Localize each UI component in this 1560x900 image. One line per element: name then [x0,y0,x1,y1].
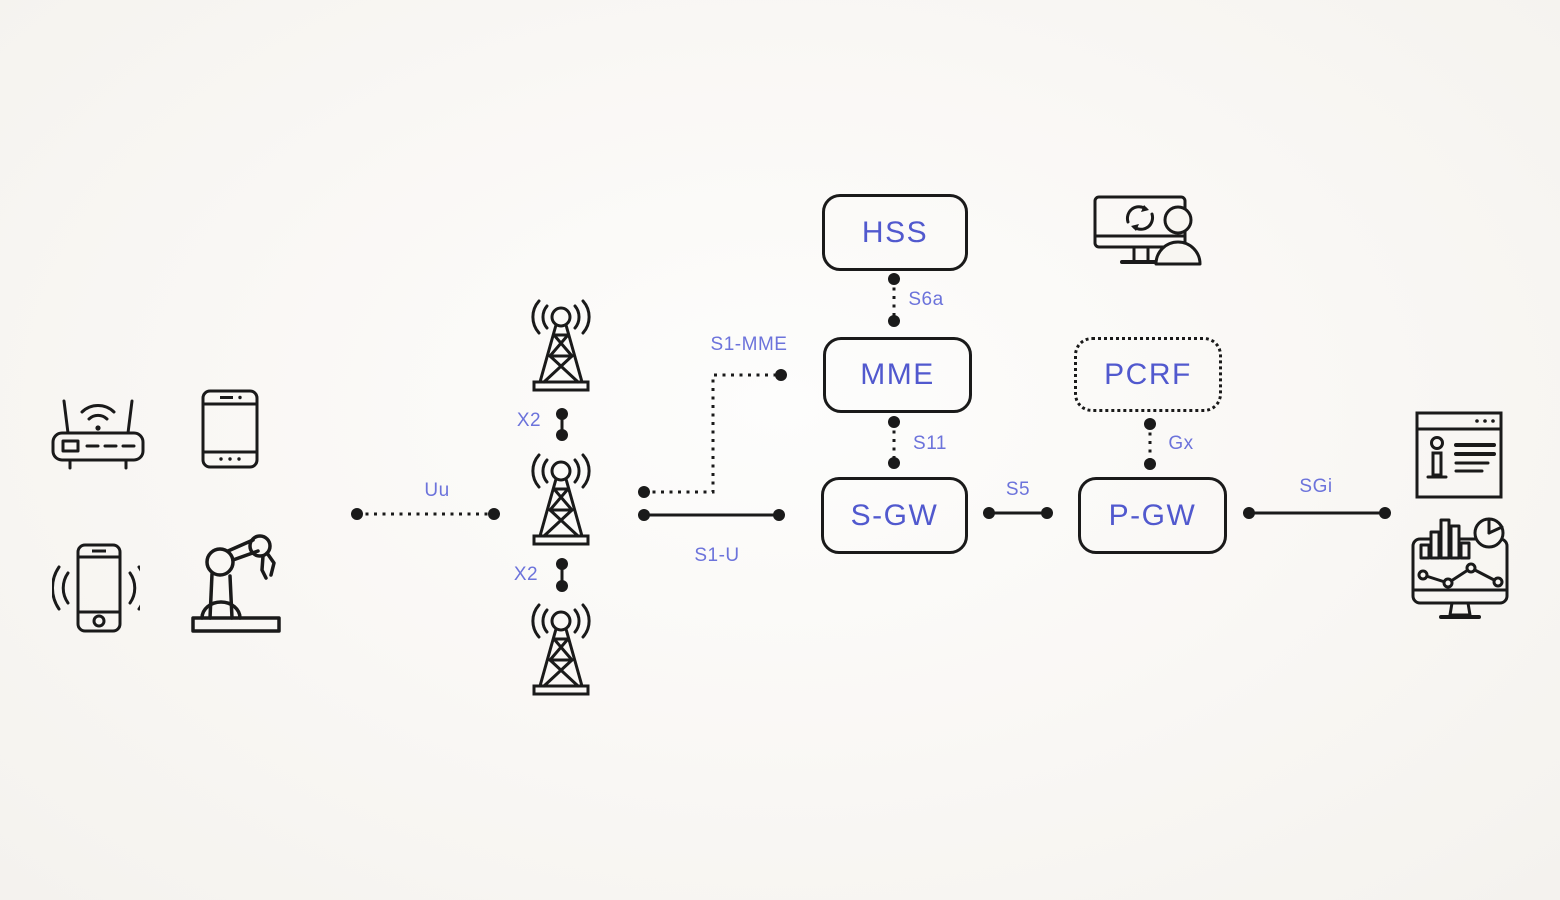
iface-label-x2-top: X2 [516,410,542,431]
node-pgw: P-GW [1078,477,1227,554]
node-hss: HSS [822,194,968,271]
cell-tower-icon [531,453,591,546]
link-x2-bottom [556,558,568,592]
cell-tower-icon [531,603,591,696]
link-s5 [983,507,1053,519]
node-mme-label: MME [860,358,935,391]
info-browser-icon [1415,411,1503,499]
node-sgw: S-GW [821,477,968,554]
link-s1-u [638,509,785,521]
iface-label-x2-bottom: X2 [513,564,539,585]
link-sgi [1243,507,1391,519]
link-s6a [888,273,900,327]
node-hss-label: HSS [861,215,929,249]
iface-label-s6a: S6a [908,289,944,310]
vibrating-phone-icon [52,543,140,633]
node-pgw-label: P-GW [1108,498,1197,532]
link-s1-mme [638,369,787,498]
link-uu [351,508,500,520]
analytics-dashboard-icon [1411,517,1509,619]
node-pcrf-label: PCRF [1104,357,1192,391]
iface-label-s1-u: S1-U [694,545,740,566]
iface-label-s11: S11 [913,433,947,454]
node-mme: MME [823,337,972,413]
admin-monitor-user-icon [1093,195,1202,266]
link-gx [1144,418,1156,470]
cell-tower-icon [531,299,591,392]
iface-label-s1-mme: S1-MME [710,334,788,355]
node-pcrf: PCRF [1074,337,1222,412]
iface-label-gx: Gx [1168,433,1194,454]
node-sgw-label: S-GW [850,498,939,532]
iface-label-s5: S5 [1005,479,1031,500]
iface-label-sgi: SGi [1299,476,1333,497]
link-x2-top [556,408,568,441]
wifi-router-icon [51,399,145,470]
robot-arm-icon [191,534,281,633]
iface-label-uu: Uu [424,480,450,501]
tablet-icon [201,389,259,469]
link-s11 [888,416,900,469]
